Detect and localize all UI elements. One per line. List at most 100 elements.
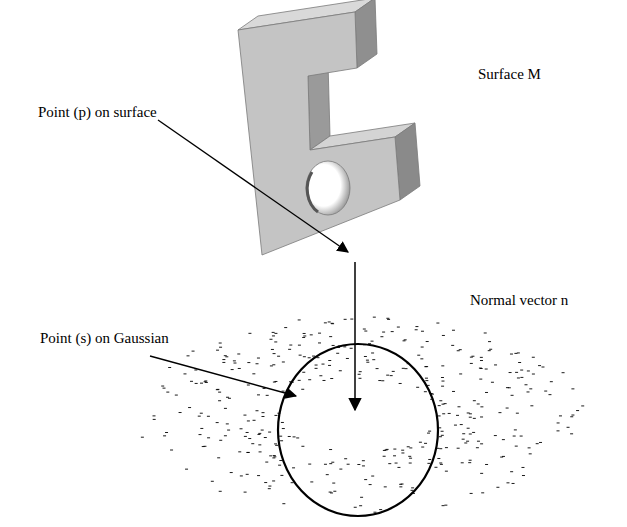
gauss-point — [527, 370, 530, 371]
gauss-point — [466, 441, 469, 442]
gauss-point — [456, 415, 459, 416]
gauss-point — [401, 452, 404, 453]
gauss-point — [240, 475, 243, 476]
gauss-point — [441, 365, 444, 366]
gauss-point — [464, 442, 467, 443]
gauss-point — [525, 384, 528, 385]
gauss-point — [393, 449, 396, 450]
gauss-point — [269, 339, 272, 340]
gauss-point — [179, 412, 182, 413]
gauss-point — [473, 400, 476, 401]
gauss-point — [439, 400, 442, 401]
gauss-point — [441, 377, 444, 378]
gauss-point — [330, 492, 333, 493]
gauss-point — [428, 431, 431, 432]
gauss-point — [469, 434, 472, 435]
gauss-point — [469, 417, 472, 418]
gauss-point — [376, 368, 379, 369]
gauss-point — [469, 460, 472, 461]
gauss-point — [440, 464, 443, 465]
gauss-point — [274, 341, 277, 342]
gauss-point — [272, 332, 275, 333]
block-right-face — [355, 0, 377, 68]
gauss-point — [411, 487, 414, 488]
gauss-point — [392, 371, 395, 372]
gauss-point — [469, 413, 472, 414]
gauss-point — [274, 381, 277, 382]
gauss-point — [318, 333, 321, 334]
gauss-point — [280, 475, 283, 476]
gauss-point — [231, 369, 234, 370]
gauss-point — [246, 432, 249, 433]
gauss-point — [442, 335, 445, 336]
gauss-point — [200, 413, 203, 414]
gauss-point — [401, 450, 404, 451]
gauss-point — [477, 403, 480, 404]
gauss-point — [508, 387, 511, 388]
gauss-point — [567, 427, 570, 428]
gauss-point — [226, 423, 229, 424]
gauss-point — [471, 356, 474, 357]
gauss-point — [322, 380, 325, 381]
gauss-point — [530, 405, 533, 406]
gauss-point — [383, 456, 386, 457]
gauss-point — [480, 416, 483, 417]
gauss-point — [237, 353, 240, 354]
gauss-point — [434, 467, 437, 468]
gauss-point — [218, 392, 221, 393]
gauss-point — [310, 481, 313, 482]
gauss-point — [168, 367, 171, 368]
gauss-point — [571, 415, 574, 416]
gauss-point — [386, 449, 389, 450]
gauss-point — [506, 482, 509, 483]
gauss-point — [424, 391, 427, 392]
gauss-point — [301, 389, 304, 390]
gauss-point — [293, 436, 296, 437]
gauss-point — [228, 398, 231, 399]
gauss-point — [204, 380, 207, 381]
gauss-point — [273, 353, 276, 354]
gauss-point — [403, 340, 406, 341]
gaussian-sphere — [278, 344, 438, 516]
gauss-point — [491, 382, 494, 383]
gauss-point — [359, 371, 362, 372]
gauss-point — [514, 429, 517, 430]
gauss-point — [282, 391, 285, 392]
gauss-point — [336, 353, 339, 354]
gauss-point — [329, 449, 332, 450]
gauss-point — [288, 349, 291, 350]
gauss-point — [462, 439, 465, 440]
gauss-point — [415, 329, 418, 330]
gauss-point — [515, 372, 518, 373]
gauss-point — [248, 333, 251, 334]
gauss-point — [322, 364, 325, 365]
point-label: Point (s) on Gaussian — [40, 330, 169, 347]
gauss-point — [224, 408, 227, 409]
gauss-point — [387, 319, 390, 320]
gauss-point — [268, 432, 271, 433]
gauss-point — [393, 455, 396, 456]
gauss-point — [274, 415, 277, 416]
gauss-point — [448, 413, 451, 414]
gauss-point — [470, 363, 473, 364]
gauss-point — [421, 347, 424, 348]
gauss-point — [268, 486, 271, 487]
gauss-point — [324, 322, 327, 323]
gauss-point — [282, 503, 285, 504]
gauss-point — [485, 369, 488, 370]
gauss-point — [484, 332, 487, 333]
leader-line — [158, 120, 348, 252]
gauss-point — [480, 357, 483, 358]
gauss-point — [319, 375, 322, 376]
gauss-point — [424, 443, 427, 444]
gauss-point — [299, 355, 302, 356]
gauss-point — [331, 462, 334, 463]
gauss-point — [194, 369, 197, 370]
gauss-point — [395, 463, 398, 464]
gauss-point — [362, 465, 365, 466]
gauss-point — [511, 395, 514, 396]
gauss-point — [417, 355, 420, 356]
gauss-point — [207, 437, 210, 438]
gauss-point — [548, 394, 551, 395]
